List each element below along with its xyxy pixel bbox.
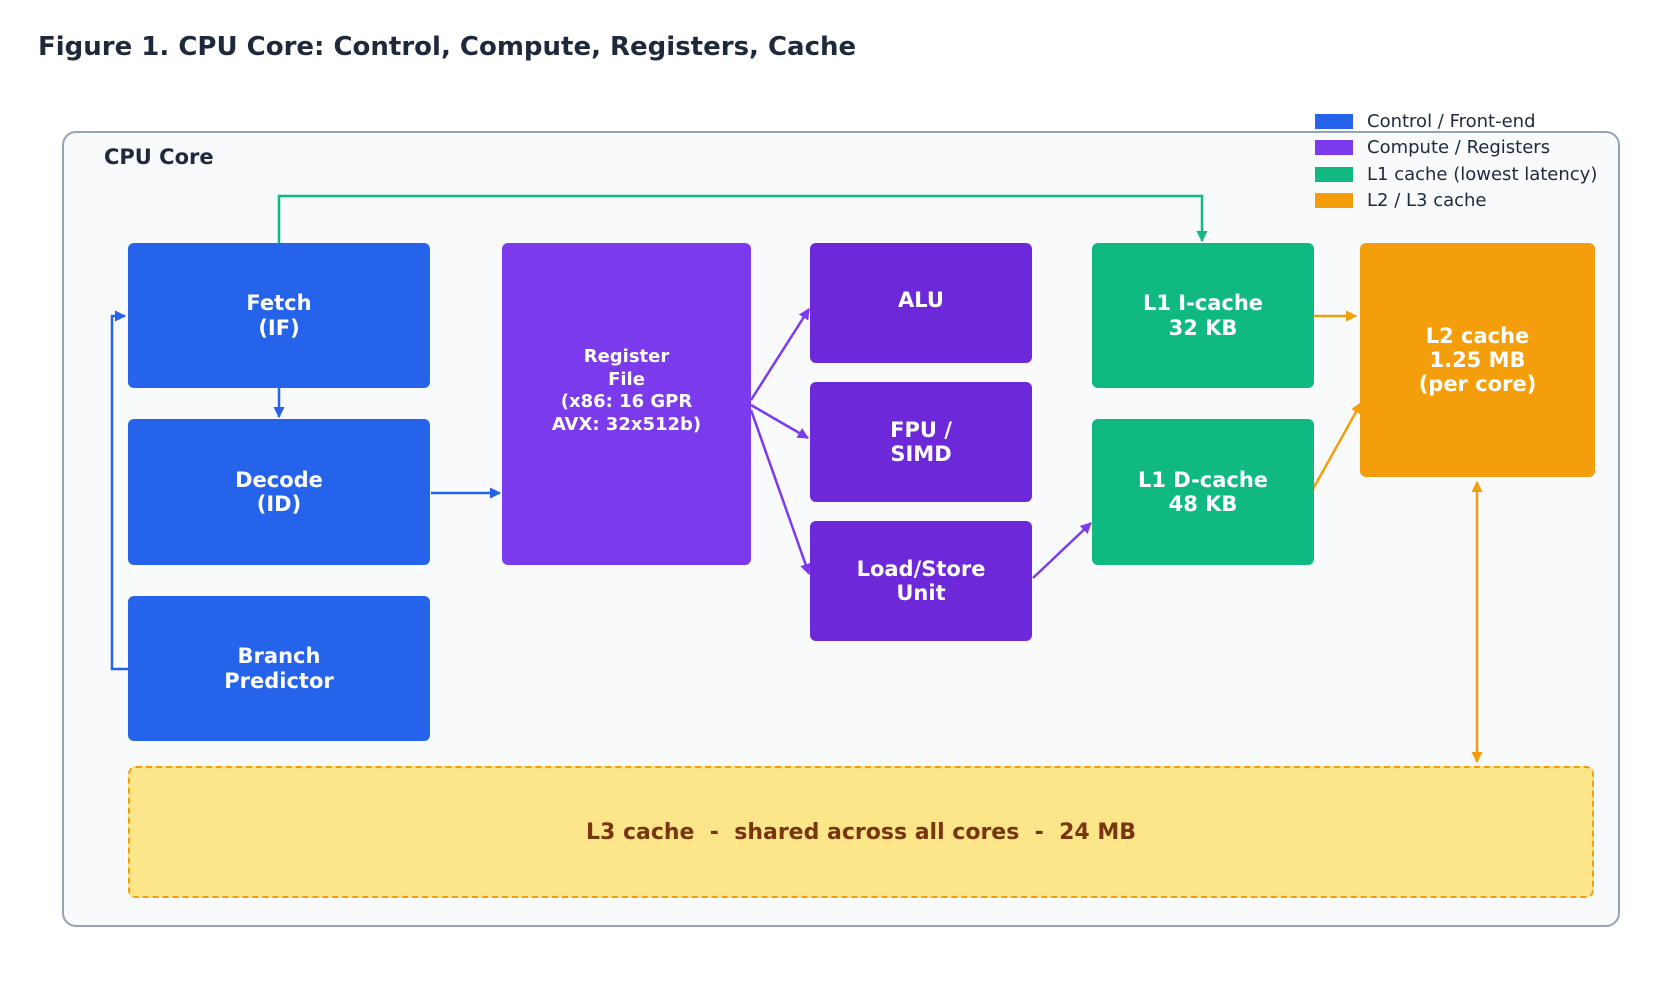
arrow-regfile-to-alu bbox=[749, 308, 811, 401]
cpu-core-label: CPU Core bbox=[104, 145, 214, 169]
arrow-fetch-to-l1i bbox=[277, 194, 1208, 244]
legend-item-control: Control / Front-end bbox=[1315, 108, 1597, 135]
l1-icache-block: L1 I-cache 32 KB bbox=[1092, 243, 1314, 388]
arrow-regfile-to-fpu bbox=[750, 403, 809, 440]
register-file-block: Register File (x86: 16 GPR AVX: 32x512b) bbox=[502, 243, 751, 565]
figure-title: Figure 1. CPU Core: Control, Compute, Re… bbox=[38, 32, 857, 62]
legend-label: L1 cache (lowest latency) bbox=[1367, 163, 1598, 185]
legend-swatch bbox=[1315, 193, 1353, 209]
fetch-block: Fetch (IF) bbox=[128, 243, 430, 388]
load-store-unit-block: Load/Store Unit bbox=[810, 521, 1032, 641]
alu-block: ALU bbox=[810, 243, 1032, 363]
legend-swatch bbox=[1315, 140, 1353, 156]
branch-predictor-block: Branch Predictor bbox=[128, 596, 430, 741]
legend-label: Control / Front-end bbox=[1367, 110, 1536, 132]
l2-cache-block: L2 cache 1.25 MB (per core) bbox=[1360, 243, 1595, 477]
legend-item-l1: L1 cache (lowest latency) bbox=[1315, 161, 1597, 188]
legend-item-l2l3: L2 / L3 cache bbox=[1315, 188, 1597, 215]
arrow-l1d-to-l2 bbox=[1311, 402, 1363, 490]
arrow-lsu-to-l1d bbox=[1032, 522, 1092, 579]
legend-item-compute: Compute / Registers bbox=[1315, 135, 1597, 162]
legend-label: Compute / Registers bbox=[1367, 137, 1551, 159]
legend-label: L2 / L3 cache bbox=[1367, 190, 1487, 212]
fpu-simd-block: FPU / SIMD bbox=[810, 382, 1032, 502]
arrow-branch-to-fetch bbox=[110, 310, 128, 671]
l1-dcache-block: L1 D-cache 48 KB bbox=[1092, 419, 1314, 565]
l3-cache-block: L3 cache - shared across all cores - 24 … bbox=[128, 766, 1594, 898]
decode-block: Decode (ID) bbox=[128, 419, 430, 565]
arrow-regfile-to-lsu bbox=[749, 409, 811, 576]
legend: Control / Front-end Compute / Registers … bbox=[1315, 108, 1597, 214]
legend-swatch bbox=[1315, 113, 1353, 129]
legend-swatch bbox=[1315, 166, 1353, 182]
